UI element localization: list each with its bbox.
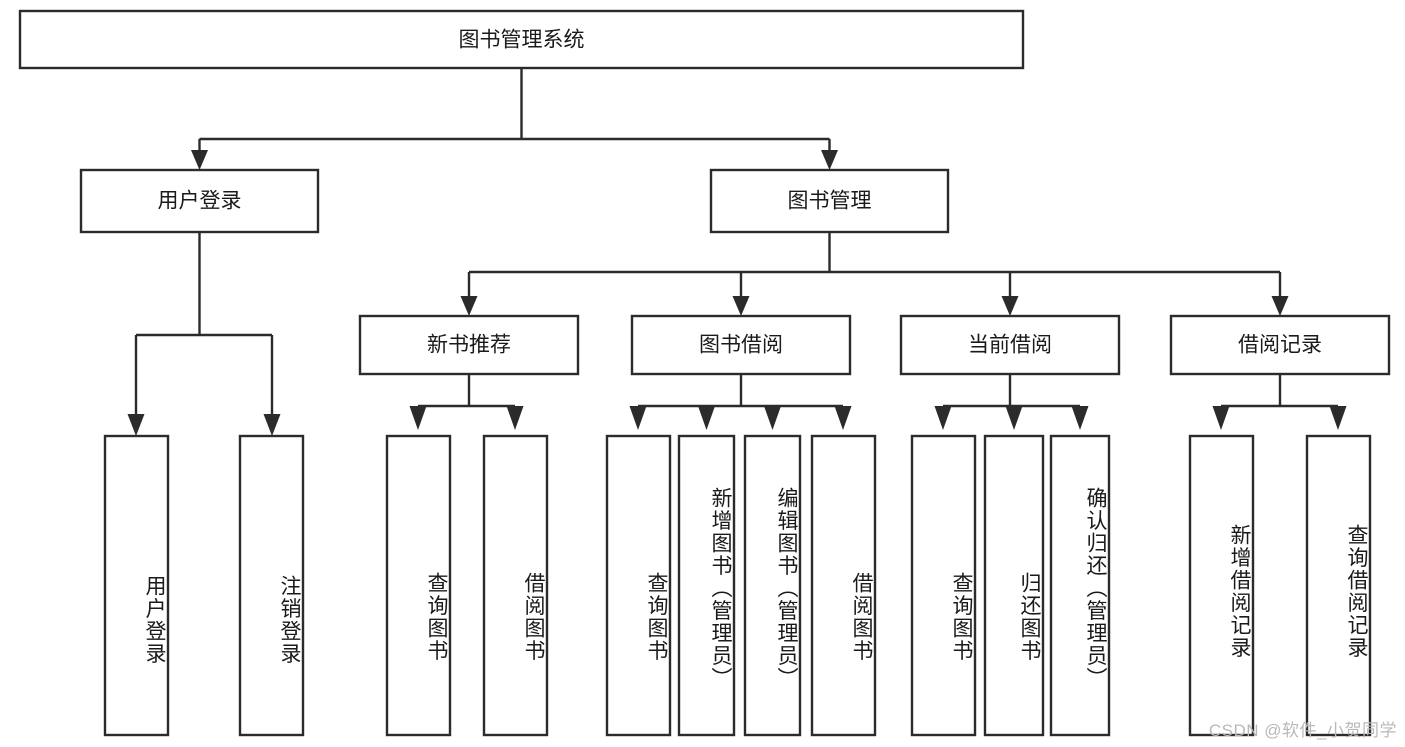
node-new-book-recommend[interactable]: 新书推荐 — [358, 314, 580, 376]
node-borrow-record-label: 借阅记录 — [1238, 334, 1322, 357]
node-leaf-user-login-box[interactable] — [103, 434, 170, 737]
connector-bookborrow-to-leaves — [629, 374, 852, 430]
arrow-head-leaf-add-book — [698, 406, 715, 430]
arrow-head-leaf-logout — [263, 414, 281, 436]
arrow-head-borrowrecord — [1271, 296, 1289, 316]
node-leaf-borrow-book-new-box[interactable] — [482, 434, 549, 737]
node-leaf-edit-book-box[interactable] — [743, 434, 802, 737]
node-leaf-add-book-box[interactable] — [677, 434, 736, 737]
node-new-book-recommend-label: 新书推荐 — [427, 334, 511, 357]
connector-bookmanage-to-level3 — [460, 232, 1289, 316]
node-root-box — [18, 9, 1025, 70]
node-leaf-return-book-box[interactable] — [983, 434, 1045, 737]
node-user-login-box — [79, 168, 320, 234]
connector-borrowrecord-to-leaves — [1212, 374, 1347, 430]
arrow-head-bookborrow — [732, 296, 750, 316]
node-leaf-add-record-box[interactable] — [1188, 434, 1255, 737]
arrow-head-leaf-add-record — [1212, 406, 1230, 430]
csdn-watermark: CSDN @软件_小贺同学 — [1208, 721, 1397, 740]
node-leaf-query-record-box[interactable] — [1305, 434, 1372, 737]
arrow-head-leaf-query-book-current — [934, 406, 952, 430]
node-current-borrow-box — [899, 314, 1121, 376]
node-borrow-record-box — [1169, 314, 1391, 376]
node-borrow-record[interactable]: 借阅记录 — [1169, 314, 1391, 376]
node-current-borrow[interactable]: 当前借阅 — [899, 314, 1121, 376]
arrow-head-leaf-query-book-borrow — [629, 406, 647, 430]
node-leaf-borrow-book-box[interactable] — [810, 434, 877, 737]
node-book-borrow[interactable]: 图书借阅 — [630, 314, 852, 376]
arrow-head-leaf-query-record — [1329, 406, 1347, 430]
node-leaf-query-book-borrow-box[interactable] — [605, 434, 672, 737]
arrow-head-leaf-user-login — [127, 414, 145, 436]
node-leaf-query-book-current-box[interactable] — [910, 434, 977, 737]
arrow-head-leaf-return-book — [1005, 406, 1023, 430]
leaf-boxes — [103, 434, 1372, 737]
node-book-borrow-label: 图书借阅 — [699, 334, 783, 357]
connector-currentborrow-to-leaves — [934, 374, 1089, 430]
node-root[interactable]: 图书管理系统 — [18, 9, 1025, 70]
arrow-head-book-manage — [821, 150, 838, 170]
arrow-head-currentborrow — [1001, 296, 1019, 316]
arrow-head-leaf-edit-book — [764, 406, 781, 430]
connector-newbook-to-leaves — [409, 374, 524, 430]
node-leaf-query-book-new-box[interactable] — [385, 434, 452, 737]
node-book-manage-label: 图书管理 — [788, 190, 872, 213]
arrow-head-leaf-borrow-book-new — [506, 406, 524, 430]
arrow-head-leaf-query-book-new — [409, 406, 427, 430]
node-book-manage-box — [709, 168, 950, 234]
node-book-borrow-box — [630, 314, 852, 376]
connector-userlogin-to-leaves — [127, 232, 281, 436]
node-new-book-recommend-box — [358, 314, 580, 376]
node-root-label: 图书管理系统 — [459, 29, 585, 52]
node-current-borrow-label: 当前借阅 — [968, 334, 1052, 357]
arrow-head-leaf-borrow-book — [834, 406, 852, 430]
node-leaf-confirm-return-box[interactable] — [1049, 434, 1111, 737]
arrow-head-newbook — [460, 296, 478, 316]
node-user-login-label: 用户登录 — [158, 190, 242, 213]
node-book-manage[interactable]: 图书管理 — [709, 168, 950, 234]
node-user-login[interactable]: 用户登录 — [79, 168, 320, 234]
arrow-head-leaf-confirm-return — [1071, 406, 1089, 430]
arrow-head-user-login — [191, 150, 208, 170]
connector-root-to-level2 — [191, 68, 838, 170]
node-leaf-logout-box[interactable] — [238, 434, 305, 737]
